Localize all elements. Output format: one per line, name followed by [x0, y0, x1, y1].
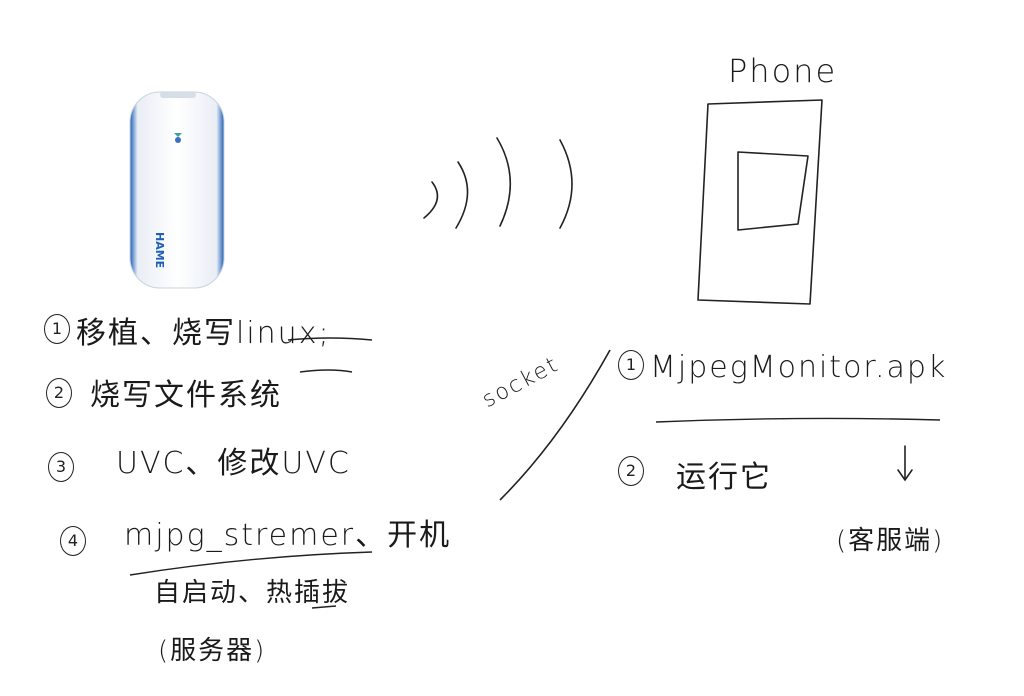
down-arrow-icon — [897, 445, 913, 482]
mjpg-underline — [129, 551, 373, 576]
right-step-2-text: 运行它 — [676, 460, 772, 495]
left-step-2-text: 烧写文件系统 — [90, 378, 282, 413]
left-step-1-text: 移植、烧写linux; — [76, 316, 331, 351]
linux-underline — [287, 337, 373, 341]
left-step-2-number: 2 — [46, 378, 72, 408]
left-step-3-number: 3 — [48, 452, 74, 482]
left-step-4-sub: 自启动、热插拔 — [154, 578, 351, 608]
right-note: (客服端) — [836, 526, 945, 556]
apk-underline — [655, 417, 941, 423]
left-step-4-text: mjpg_stremer、开机 — [124, 518, 452, 553]
hotplug-underline — [311, 605, 337, 609]
right-step-1-number: 1 — [618, 350, 644, 380]
filesystem-underline — [299, 369, 353, 373]
phone-label: Phone — [728, 52, 838, 90]
socket-connection-line — [499, 349, 611, 501]
device-brand: HAME — [153, 232, 166, 269]
phone-sketch — [697, 99, 823, 305]
left-step-3-text: UVC、修改UVC — [116, 446, 351, 481]
left-step-4-number: 4 — [60, 526, 86, 556]
right-step-1-text: MjpegMonitor.apk — [650, 350, 948, 385]
left-step-4-paren: (服务器) — [158, 636, 267, 666]
router-device-icon — [129, 91, 225, 289]
left-step-1-number: 1 — [44, 314, 70, 344]
wireless-signal-icon — [423, 137, 573, 229]
right-step-2-number: 2 — [618, 456, 644, 486]
